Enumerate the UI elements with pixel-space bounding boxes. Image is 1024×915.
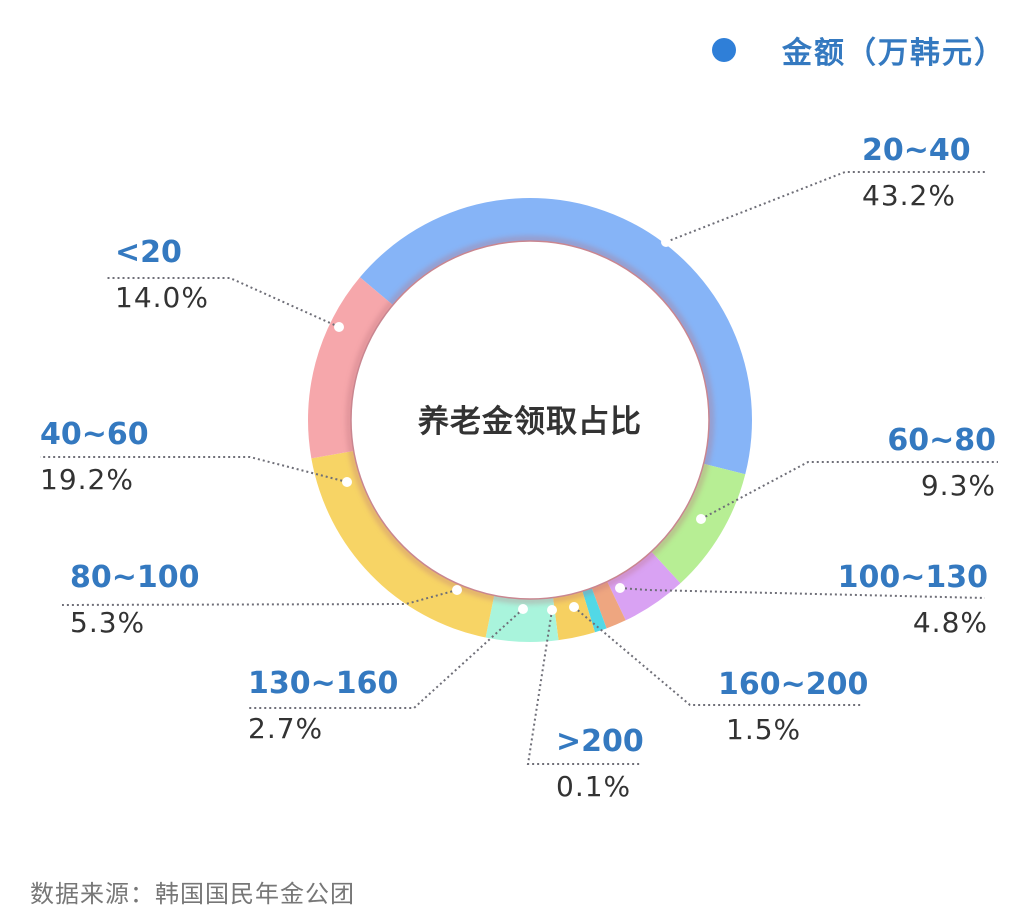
donut-segment (308, 277, 394, 459)
segment-marker-dot (334, 322, 344, 332)
leader-line (40, 456, 348, 483)
leader-line (665, 171, 985, 243)
segment-marker-dot (661, 237, 671, 247)
percent-label: 5.3% (70, 606, 146, 639)
label-20-40: 20~40 43.2% (862, 133, 971, 213)
donut-segment (359, 197, 753, 475)
donut-segment (606, 550, 681, 621)
label-160-200: 160~200 1.5% (718, 667, 868, 747)
donut-segment (311, 450, 495, 638)
percent-label: 19.2% (40, 463, 134, 496)
leader-line (573, 606, 862, 706)
donut-segment (582, 587, 607, 633)
label-40-60: 40~60 19.2% (40, 417, 149, 497)
donut-segment (591, 580, 626, 629)
segment-marker-dot (452, 585, 462, 595)
range-label: 20~40 (862, 133, 971, 168)
percent-label: 9.3% (920, 469, 996, 502)
segment-dots (334, 237, 706, 615)
segment-marker-dot (342, 477, 352, 487)
donut-segments (308, 197, 753, 642)
range-label: 160~200 (718, 667, 869, 702)
segment-marker-dot (696, 514, 706, 524)
donut-segment (650, 463, 746, 584)
range-label: 60~80 (887, 423, 996, 458)
leader-line (700, 461, 998, 520)
data-source-note: 数据来源：韩国国民年金公团 (30, 880, 355, 908)
label-60-80: 60~80 9.3% (886, 423, 996, 503)
leader-line (526, 609, 641, 765)
donut-segment (485, 594, 559, 642)
percent-label: 14.0% (115, 281, 209, 314)
range-label: <20 (115, 235, 182, 270)
inner-ring-shadow (347, 237, 713, 603)
range-label: >200 (556, 724, 644, 759)
range-label: 130~160 (248, 666, 399, 701)
label-over-200: >200 0.1% (556, 724, 644, 804)
range-label: 100~130 (837, 560, 988, 595)
chart-center-title: 养老金领取占比 (418, 404, 642, 440)
legend-dot-icon (712, 38, 736, 62)
segment-marker-dot (518, 604, 528, 614)
leader-lines (40, 171, 998, 765)
percent-label: 2.7% (248, 712, 324, 745)
percent-label: 0.1% (556, 770, 632, 803)
label-100-130: 100~130 4.8% (836, 560, 988, 640)
percent-label: 43.2% (862, 179, 956, 212)
range-label: 80~100 (70, 560, 200, 595)
label-under-20: <20 14.0% (115, 235, 209, 315)
donut-segment (552, 590, 595, 641)
percent-label: 1.5% (726, 713, 802, 746)
range-label: 40~60 (40, 417, 149, 452)
segment-marker-dot (547, 605, 557, 615)
segment-marker-dot (569, 602, 579, 612)
percent-label: 4.8% (912, 606, 988, 639)
legend: 金额（万韩元） (712, 28, 1006, 72)
label-130-160: 130~160 2.7% (248, 666, 398, 746)
donut-hole (350, 240, 710, 600)
segment-marker-dot (615, 583, 625, 593)
label-80-100: 80~100 5.3% (70, 560, 200, 640)
legend-label: 金额（万韩元） (782, 36, 1006, 71)
